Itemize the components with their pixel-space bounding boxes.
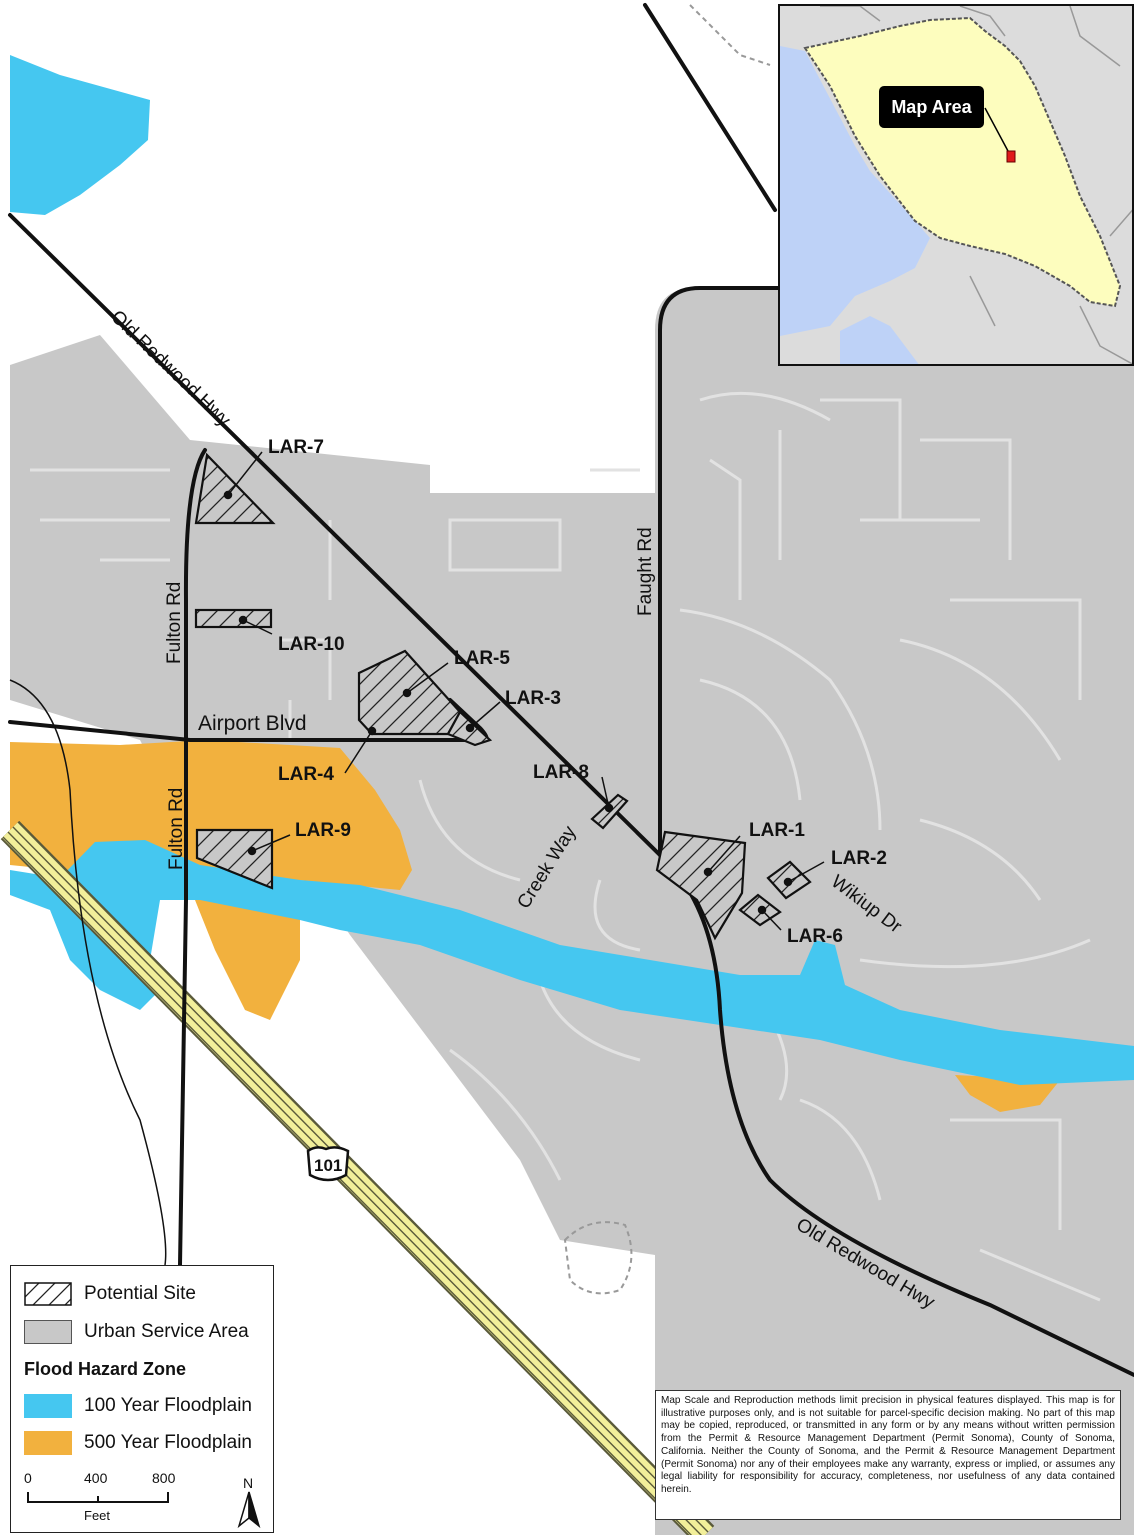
boundary-trail (689, 4, 771, 66)
site-lar-7-parcel[interactable] (194, 452, 276, 525)
site-labels: LAR-7 LAR-10 LAR-5 LAR-3 LAR-4 LAR-8 LAR… (268, 437, 887, 947)
site-leaders (223, 451, 825, 931)
legend-heading-flood-hazard: Flood Hazard Zone (24, 1359, 186, 1379)
north-arrow-icon: N (237, 1475, 261, 1529)
frontage-road (9, 679, 167, 1266)
north-road (643, 3, 777, 212)
site-label-lar-7: LAR-7 (268, 437, 324, 458)
scale-unit: Feet (84, 1508, 110, 1523)
road-label-fulton-rd-north: Fulton Rd (164, 582, 185, 664)
legend-item-urban-service-area: Urban Service Area (24, 1320, 249, 1344)
faught-rd-road (658, 286, 780, 857)
floodplain-100-zone (10, 840, 1134, 1085)
site-label-lar-6: LAR-6 (787, 926, 843, 947)
site-label-lar-1: LAR-1 (749, 820, 805, 841)
park-trail (563, 1221, 633, 1295)
site-label-lar-2: LAR-2 (831, 848, 887, 869)
map-disclaimer: Map Scale and Reproduction methods limit… (655, 1390, 1121, 1520)
old-redwood-hwy-road (8, 213, 1134, 1377)
legend-item-potential-site: Potential Site (24, 1282, 196, 1306)
site-lar-10-parcel[interactable] (194, 608, 273, 629)
floodplain-100-swatch-icon (24, 1394, 72, 1418)
local-streets (30, 391, 1101, 1302)
inset-boundaries (820, 6, 1132, 364)
legend-label-floodplain-100: 100 Year Floodplain (84, 1395, 252, 1416)
site-label-lar-8: LAR-8 (533, 762, 589, 783)
scale-tick-0: 0 (24, 1470, 32, 1486)
urban-service-area (10, 288, 1134, 1535)
legend-label-potential-site: Potential Site (84, 1283, 196, 1304)
inset-locator-map: Map Area (778, 4, 1134, 366)
legend-label-urban-service-area: Urban Service Area (84, 1321, 249, 1342)
legend-item-floodplain-100: 100 Year Floodplain (24, 1394, 252, 1418)
site-lar-1-parcel[interactable] (655, 830, 747, 941)
road-label-faught-rd: Faught Rd (635, 527, 656, 616)
site-label-lar-10: LAR-10 (278, 634, 345, 655)
fulton-rd-road (178, 448, 207, 1267)
inset-leader (984, 107, 1009, 152)
inset-map-area-label: Map Area (879, 86, 984, 128)
inset-bay (840, 316, 919, 364)
map-legend: Potential Site Urban Service Area Flood … (10, 1265, 274, 1533)
us-101-shield-label: 101 (314, 1156, 342, 1175)
scale-tick-800: 800 (152, 1470, 176, 1486)
site-label-lar-3: LAR-3 (505, 688, 561, 709)
us-101-shield-icon: 101 (306, 1146, 350, 1182)
us-101-freeway (0, 820, 715, 1535)
scale-bar: 0 400 800 Feet (24, 1470, 176, 1523)
road-label-airport-blvd: Airport Blvd (198, 712, 307, 735)
floodplain-100-zone-north (10, 55, 150, 215)
inset-map-area-marker (1006, 150, 1016, 163)
site-label-lar-4: LAR-4 (278, 764, 334, 785)
inset-map-graphic (780, 6, 1132, 364)
legend-label-floodplain-500: 500 Year Floodplain (84, 1432, 252, 1453)
road-label-fulton-rd-south: Fulton Rd (166, 788, 187, 870)
urban-service-area-swatch-icon (24, 1320, 72, 1344)
potential-site-swatch-icon (24, 1282, 72, 1306)
site-label-lar-5: LAR-5 (454, 648, 510, 669)
inset-ocean (780, 46, 930, 336)
site-label-lar-9: LAR-9 (295, 820, 351, 841)
north-label: N (243, 1475, 253, 1491)
legend-item-floodplain-500: 500 Year Floodplain (24, 1431, 252, 1455)
floodplain-500-swatch-icon (24, 1431, 72, 1455)
scale-tick-400: 400 (84, 1470, 108, 1486)
site-lar-9-parcel[interactable] (195, 828, 274, 890)
